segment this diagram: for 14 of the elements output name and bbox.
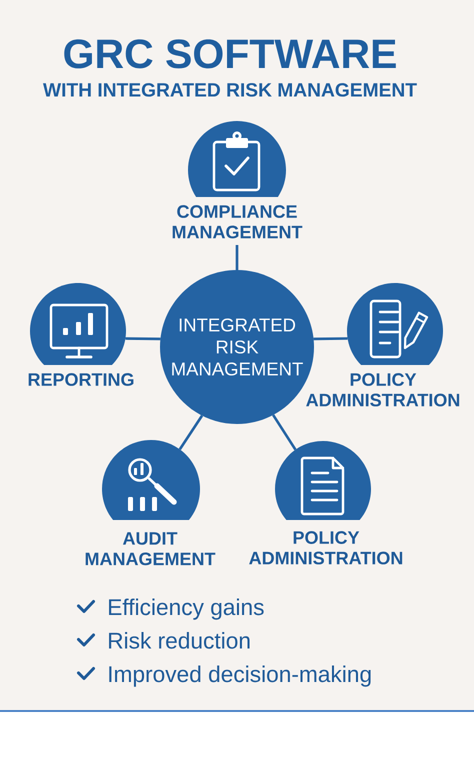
node-label: AUDIT MANAGEMENT [86, 532, 216, 566]
connector-line [272, 414, 297, 450]
checklist-item: Risk reduction [109, 632, 250, 649]
subtitle: WITH INTEGRATED RISK MANAGEMENT [43, 83, 417, 97]
node-label: POLICY ADMINISTRATION [249, 531, 402, 564]
checklist-item: Efficiency gains [109, 598, 264, 620]
connector-line [314, 337, 348, 340]
connector-line [178, 414, 204, 450]
checklist-item: Improved decision-making [109, 666, 371, 687]
connector-line [125, 337, 160, 340]
connector-line [236, 245, 238, 270]
node-label: COMPLIANCE MANAGEMENT [172, 205, 302, 238]
node-label: REPORTING [28, 373, 134, 386]
title: GRC SOFTWARE [64, 39, 396, 68]
